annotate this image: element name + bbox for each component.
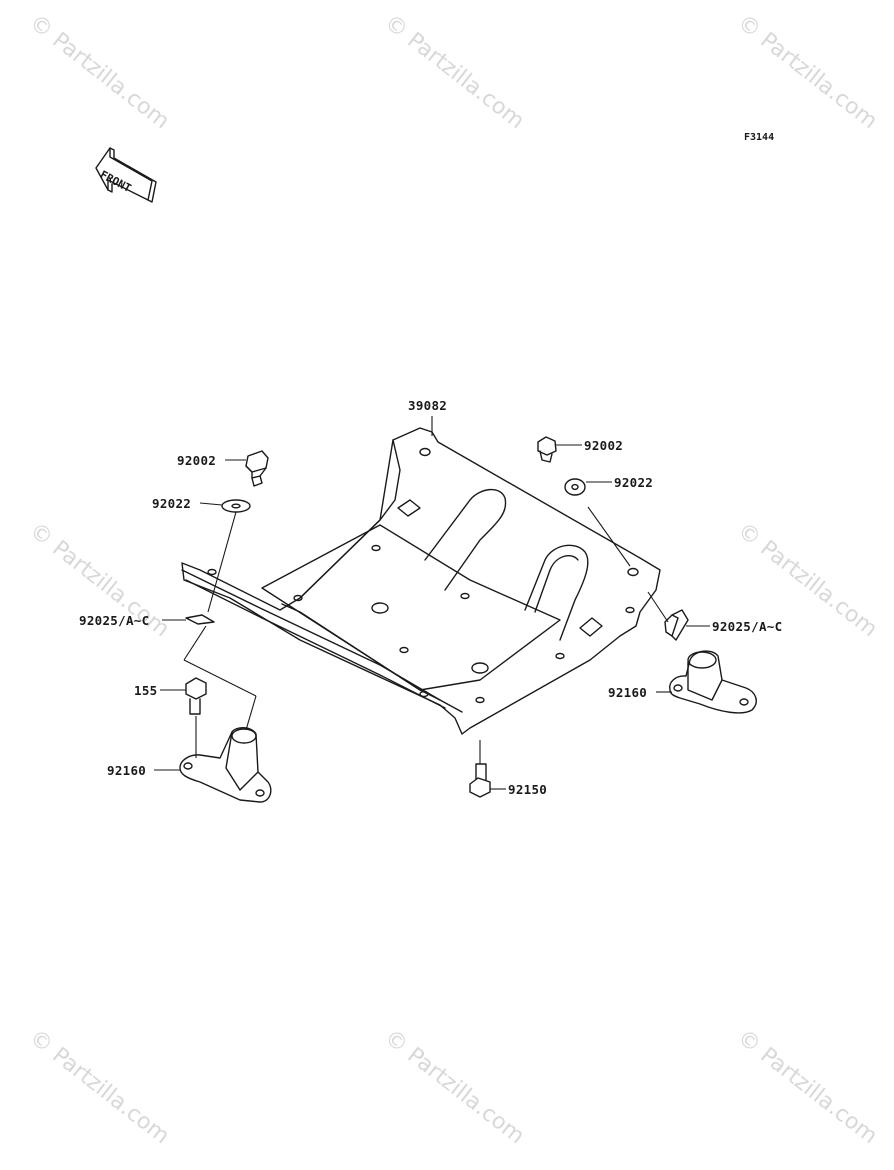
figure-code: F3144 [744, 132, 775, 143]
part-label-92160-left[interactable]: 92160 [107, 763, 147, 778]
washer-92022-right-drawing [564, 478, 586, 496]
leader-92022-left [199, 502, 223, 506]
bolt-92002-left-drawing [245, 450, 269, 487]
part-label-155[interactable]: 155 [134, 683, 158, 698]
part-label-92025-right[interactable]: 92025/A~C [712, 619, 783, 634]
part-label-92150[interactable]: 92150 [508, 782, 548, 797]
mount-92160-left-drawing [179, 727, 272, 803]
part-label-39082[interactable]: 39082 [408, 398, 448, 413]
washer-92022-left-drawing [221, 499, 251, 513]
front-arrow-icon [95, 147, 157, 203]
bolt-92150-drawing [469, 763, 491, 798]
bolt-92002-right-drawing [537, 436, 557, 463]
part-label-92002-left[interactable]: 92002 [177, 453, 217, 468]
mount-92160-right-drawing [669, 650, 757, 714]
clip-92025-left-drawing [185, 614, 215, 625]
part-label-92022-right[interactable]: 92022 [614, 475, 654, 490]
part-label-92160-right[interactable]: 92160 [608, 685, 648, 700]
clip-92025-right-drawing [664, 609, 689, 641]
frame-39082-drawing [181, 427, 661, 735]
part-label-92025-left[interactable]: 92025/A~C [79, 613, 150, 628]
bolt-155-drawing [185, 677, 207, 715]
part-label-92022-left[interactable]: 92022 [152, 496, 192, 511]
part-label-92002-right[interactable]: 92002 [584, 438, 624, 453]
